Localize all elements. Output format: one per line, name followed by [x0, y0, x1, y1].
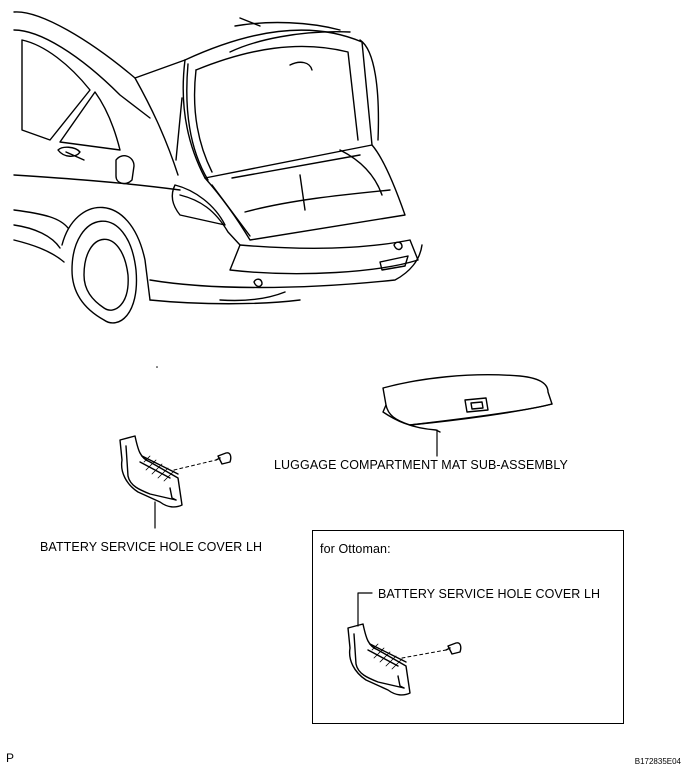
battery-cover-ottoman-label: BATTERY SERVICE HOLE COVER LH — [378, 587, 601, 601]
luggage-mat-drawing — [382, 374, 553, 457]
dot-mark — [156, 366, 158, 368]
ottoman-heading: for Ottoman: — [320, 542, 391, 556]
car-drawing — [13, 11, 423, 324]
battery-cover-ottoman-drawing — [347, 592, 462, 696]
luggage-mat-label: LUGGAGE COMPARTMENT MAT SUB-ASSEMBLY — [274, 458, 568, 472]
figure-id: B172835E04 — [634, 757, 681, 766]
battery-cover-drawing — [119, 435, 217, 529]
ottoman-inset-box — [312, 530, 624, 724]
clip-fastener-drawing — [215, 452, 232, 465]
battery-cover-label: BATTERY SERVICE HOLE COVER LH — [40, 540, 263, 554]
page-marker: P — [6, 751, 15, 765]
